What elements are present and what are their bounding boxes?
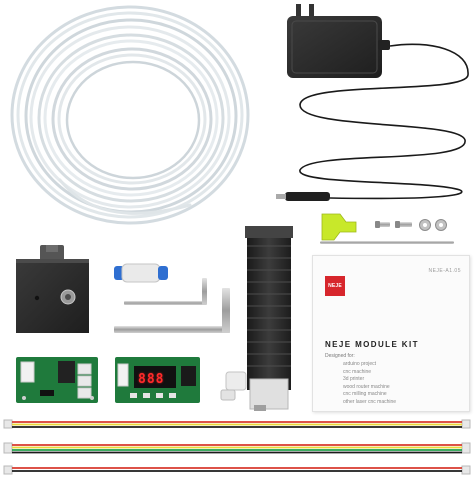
laser-module-icon: [220, 226, 293, 411]
cable-set: [3, 419, 471, 475]
manual-use-item: cnc milling machine: [343, 391, 387, 397]
instruction-manual: NEJE NEJE-A1.05 NEJE MODULE KIT Designed…: [312, 255, 470, 412]
manual-brand-logo: NEJE: [325, 276, 345, 296]
manual-model-code: NEJE-A1.05: [428, 268, 461, 274]
power-adapter-icon: [276, 4, 469, 201]
push-fit-connector: [114, 263, 168, 283]
hex-keys: [114, 278, 230, 333]
manual-use-list: arduino project cnc machine 3d printer w…: [343, 361, 396, 406]
driver-board-display: [115, 357, 200, 403]
nozzle-block: [16, 245, 89, 333]
manual-use-item: cnc machine: [343, 368, 372, 375]
hardware-parts: [320, 213, 454, 244]
tubing-coil: [10, 5, 250, 225]
manual-use-item: arduino project: [343, 361, 377, 367]
manual-subtitle: Designed for:: [325, 353, 355, 359]
led-display-readout: 888: [138, 372, 165, 387]
pcb-icon: [16, 357, 98, 403]
manual-title: NEJE MODULE KIT: [325, 340, 419, 349]
manual-use-item: other laser cnc machine: [343, 398, 397, 405]
manual-use-item: 3d printer: [343, 376, 365, 382]
manual-use-item: wood router machine: [343, 383, 390, 390]
